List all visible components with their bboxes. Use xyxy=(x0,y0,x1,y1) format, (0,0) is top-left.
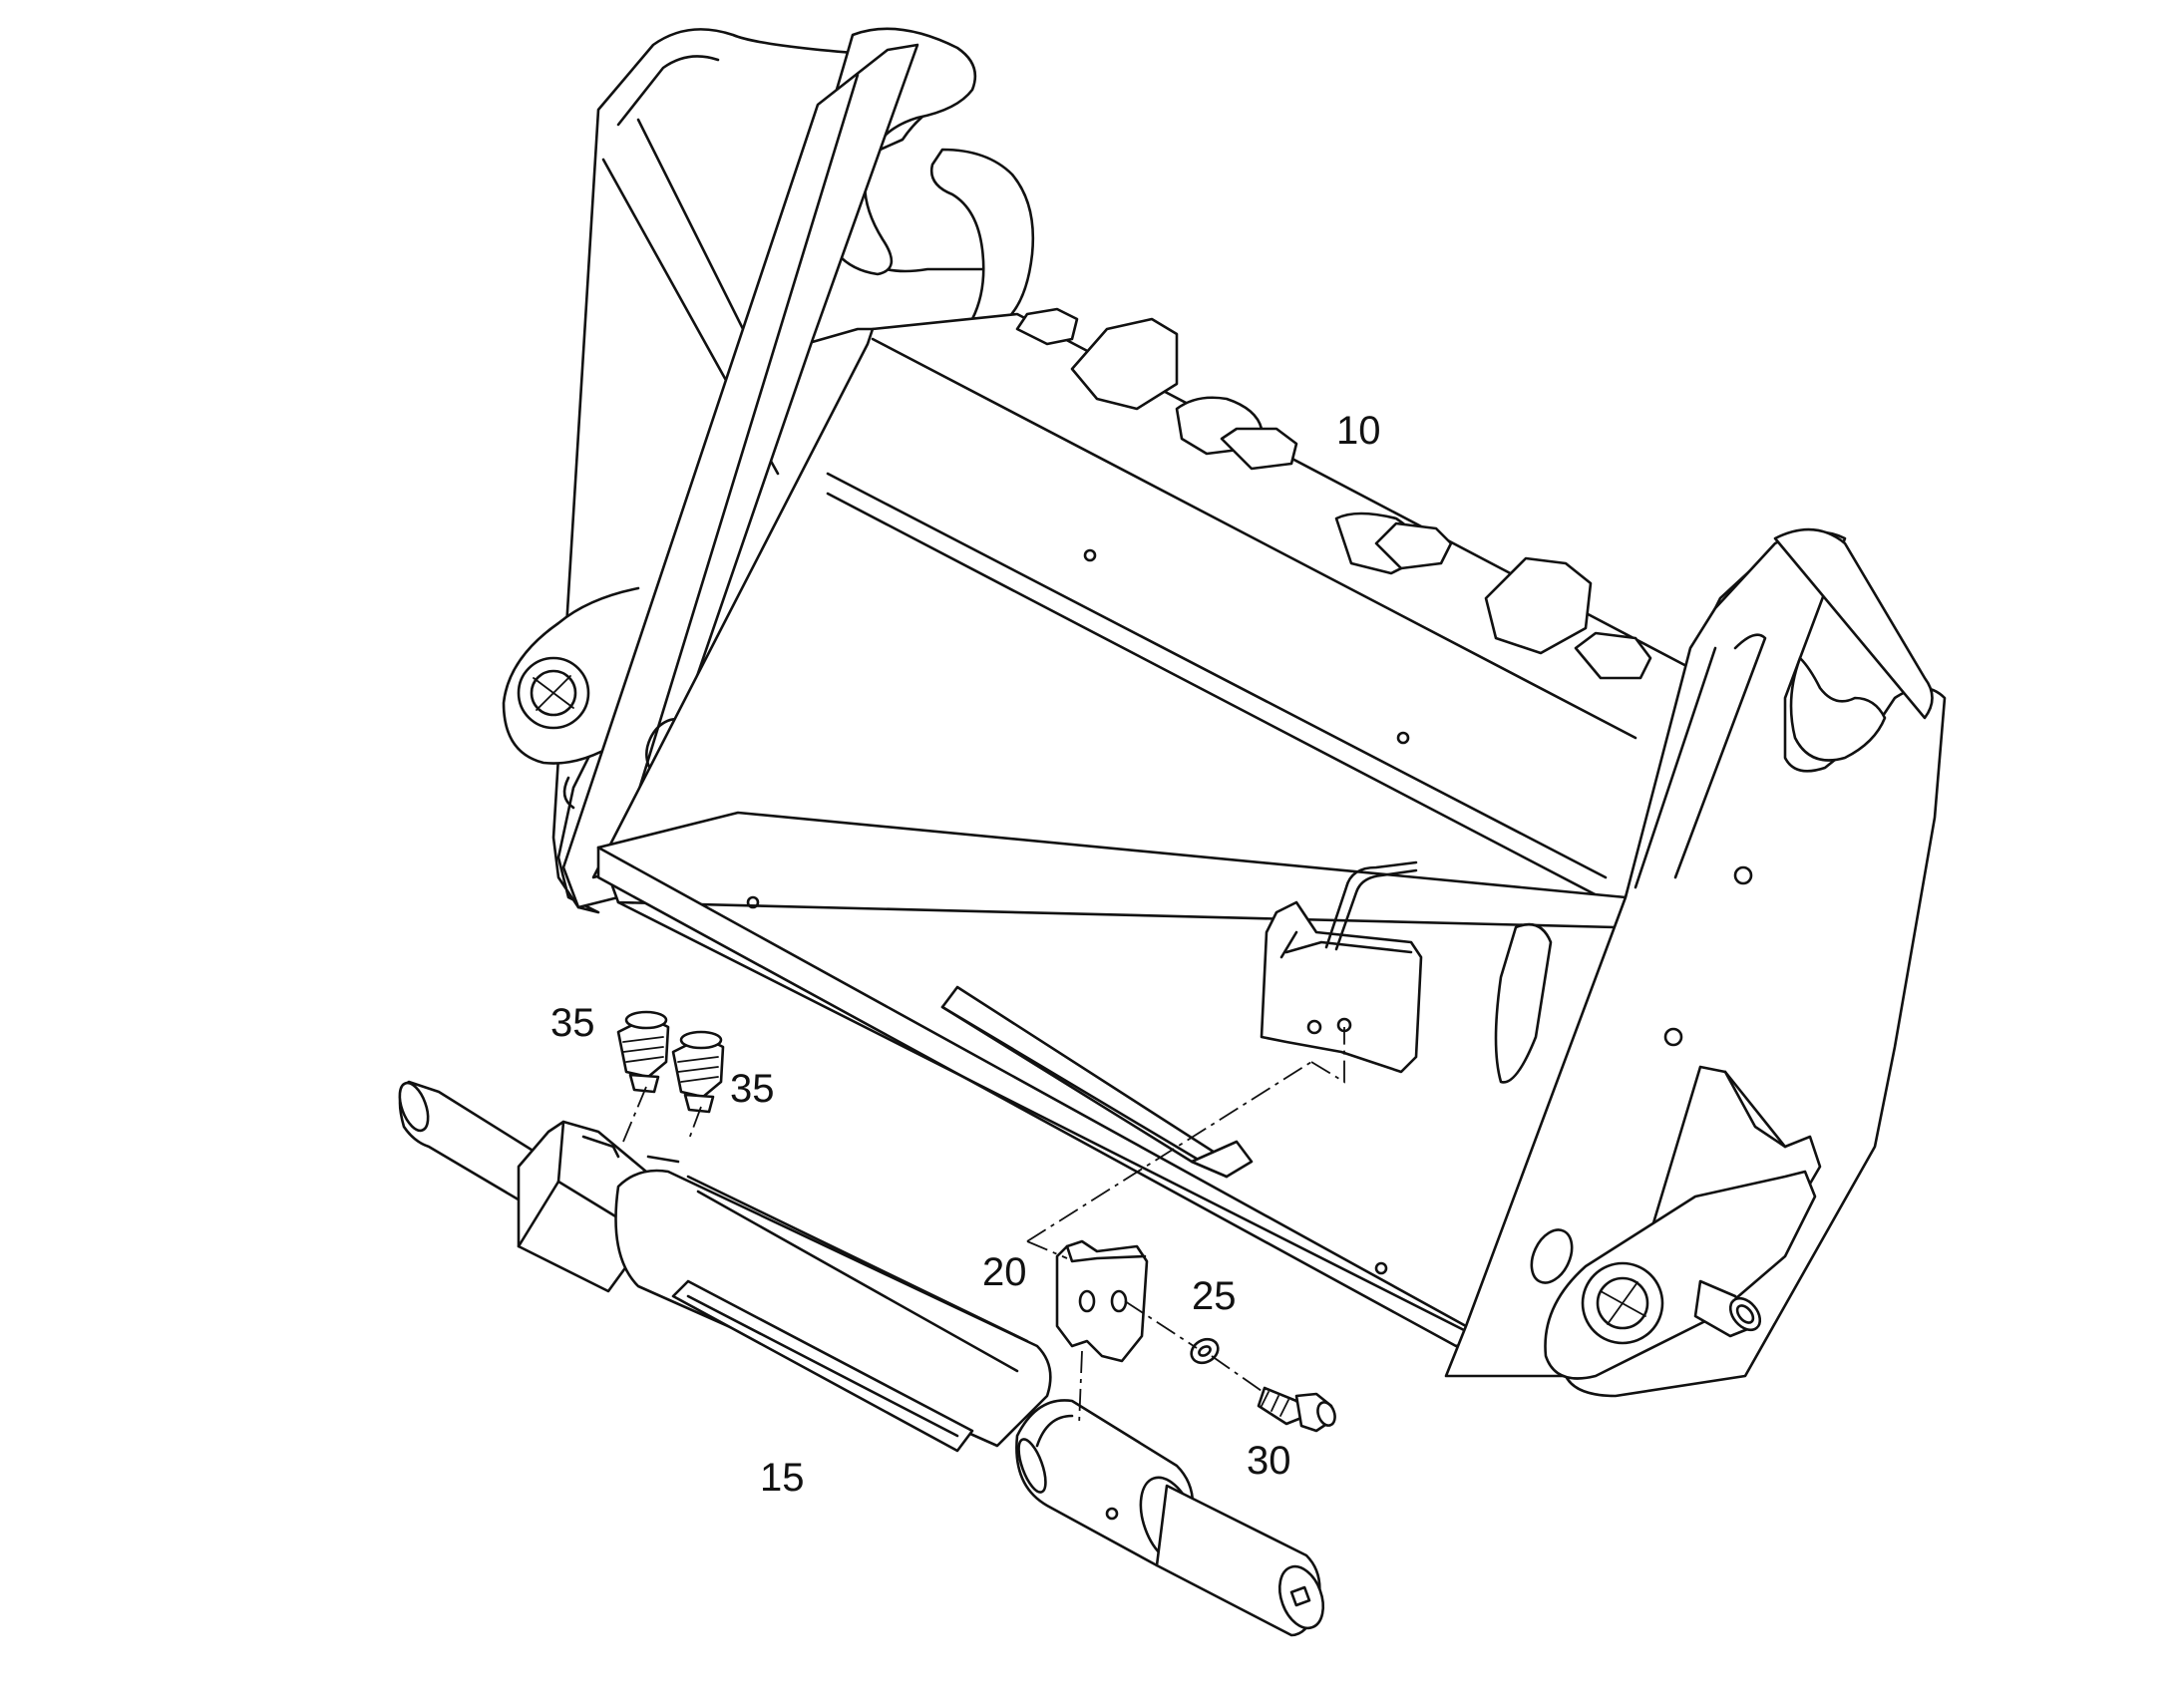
callout-part-20: 20 xyxy=(982,1250,1027,1294)
lock-bracket xyxy=(1260,860,1423,1074)
fitting-35-left xyxy=(616,1010,670,1094)
right-pivot-bracket xyxy=(1544,1065,1822,1380)
top-lug-row xyxy=(1015,307,1652,680)
bolt-30 xyxy=(1257,1386,1336,1433)
bottom-tray xyxy=(596,811,1628,1348)
tray-slot xyxy=(940,985,1254,1179)
hydraulic-cylinder xyxy=(398,1080,1325,1637)
washer-25 xyxy=(1190,1337,1220,1365)
lock-plate-20 xyxy=(1055,1239,1149,1363)
callout-part-35-a: 35 xyxy=(550,1001,595,1045)
coupler-frame xyxy=(502,27,1947,1398)
callout-part-35-b: 35 xyxy=(730,1067,775,1111)
right-plate-hole-upper xyxy=(1733,865,1753,885)
callout-part-10: 10 xyxy=(1336,409,1381,453)
inner-lug xyxy=(1494,922,1553,1084)
right-plate-hole-mid xyxy=(1663,1027,1683,1047)
assembly-centerlines xyxy=(622,1027,1345,1427)
callout-part-25: 25 xyxy=(1192,1274,1237,1318)
callout-part-15: 15 xyxy=(760,1456,805,1500)
right-side-plate xyxy=(1444,527,1947,1398)
fitting-35-right xyxy=(671,1030,725,1114)
right-plate-hole-lower xyxy=(1530,1228,1574,1284)
callout-part-30: 30 xyxy=(1247,1439,1291,1483)
